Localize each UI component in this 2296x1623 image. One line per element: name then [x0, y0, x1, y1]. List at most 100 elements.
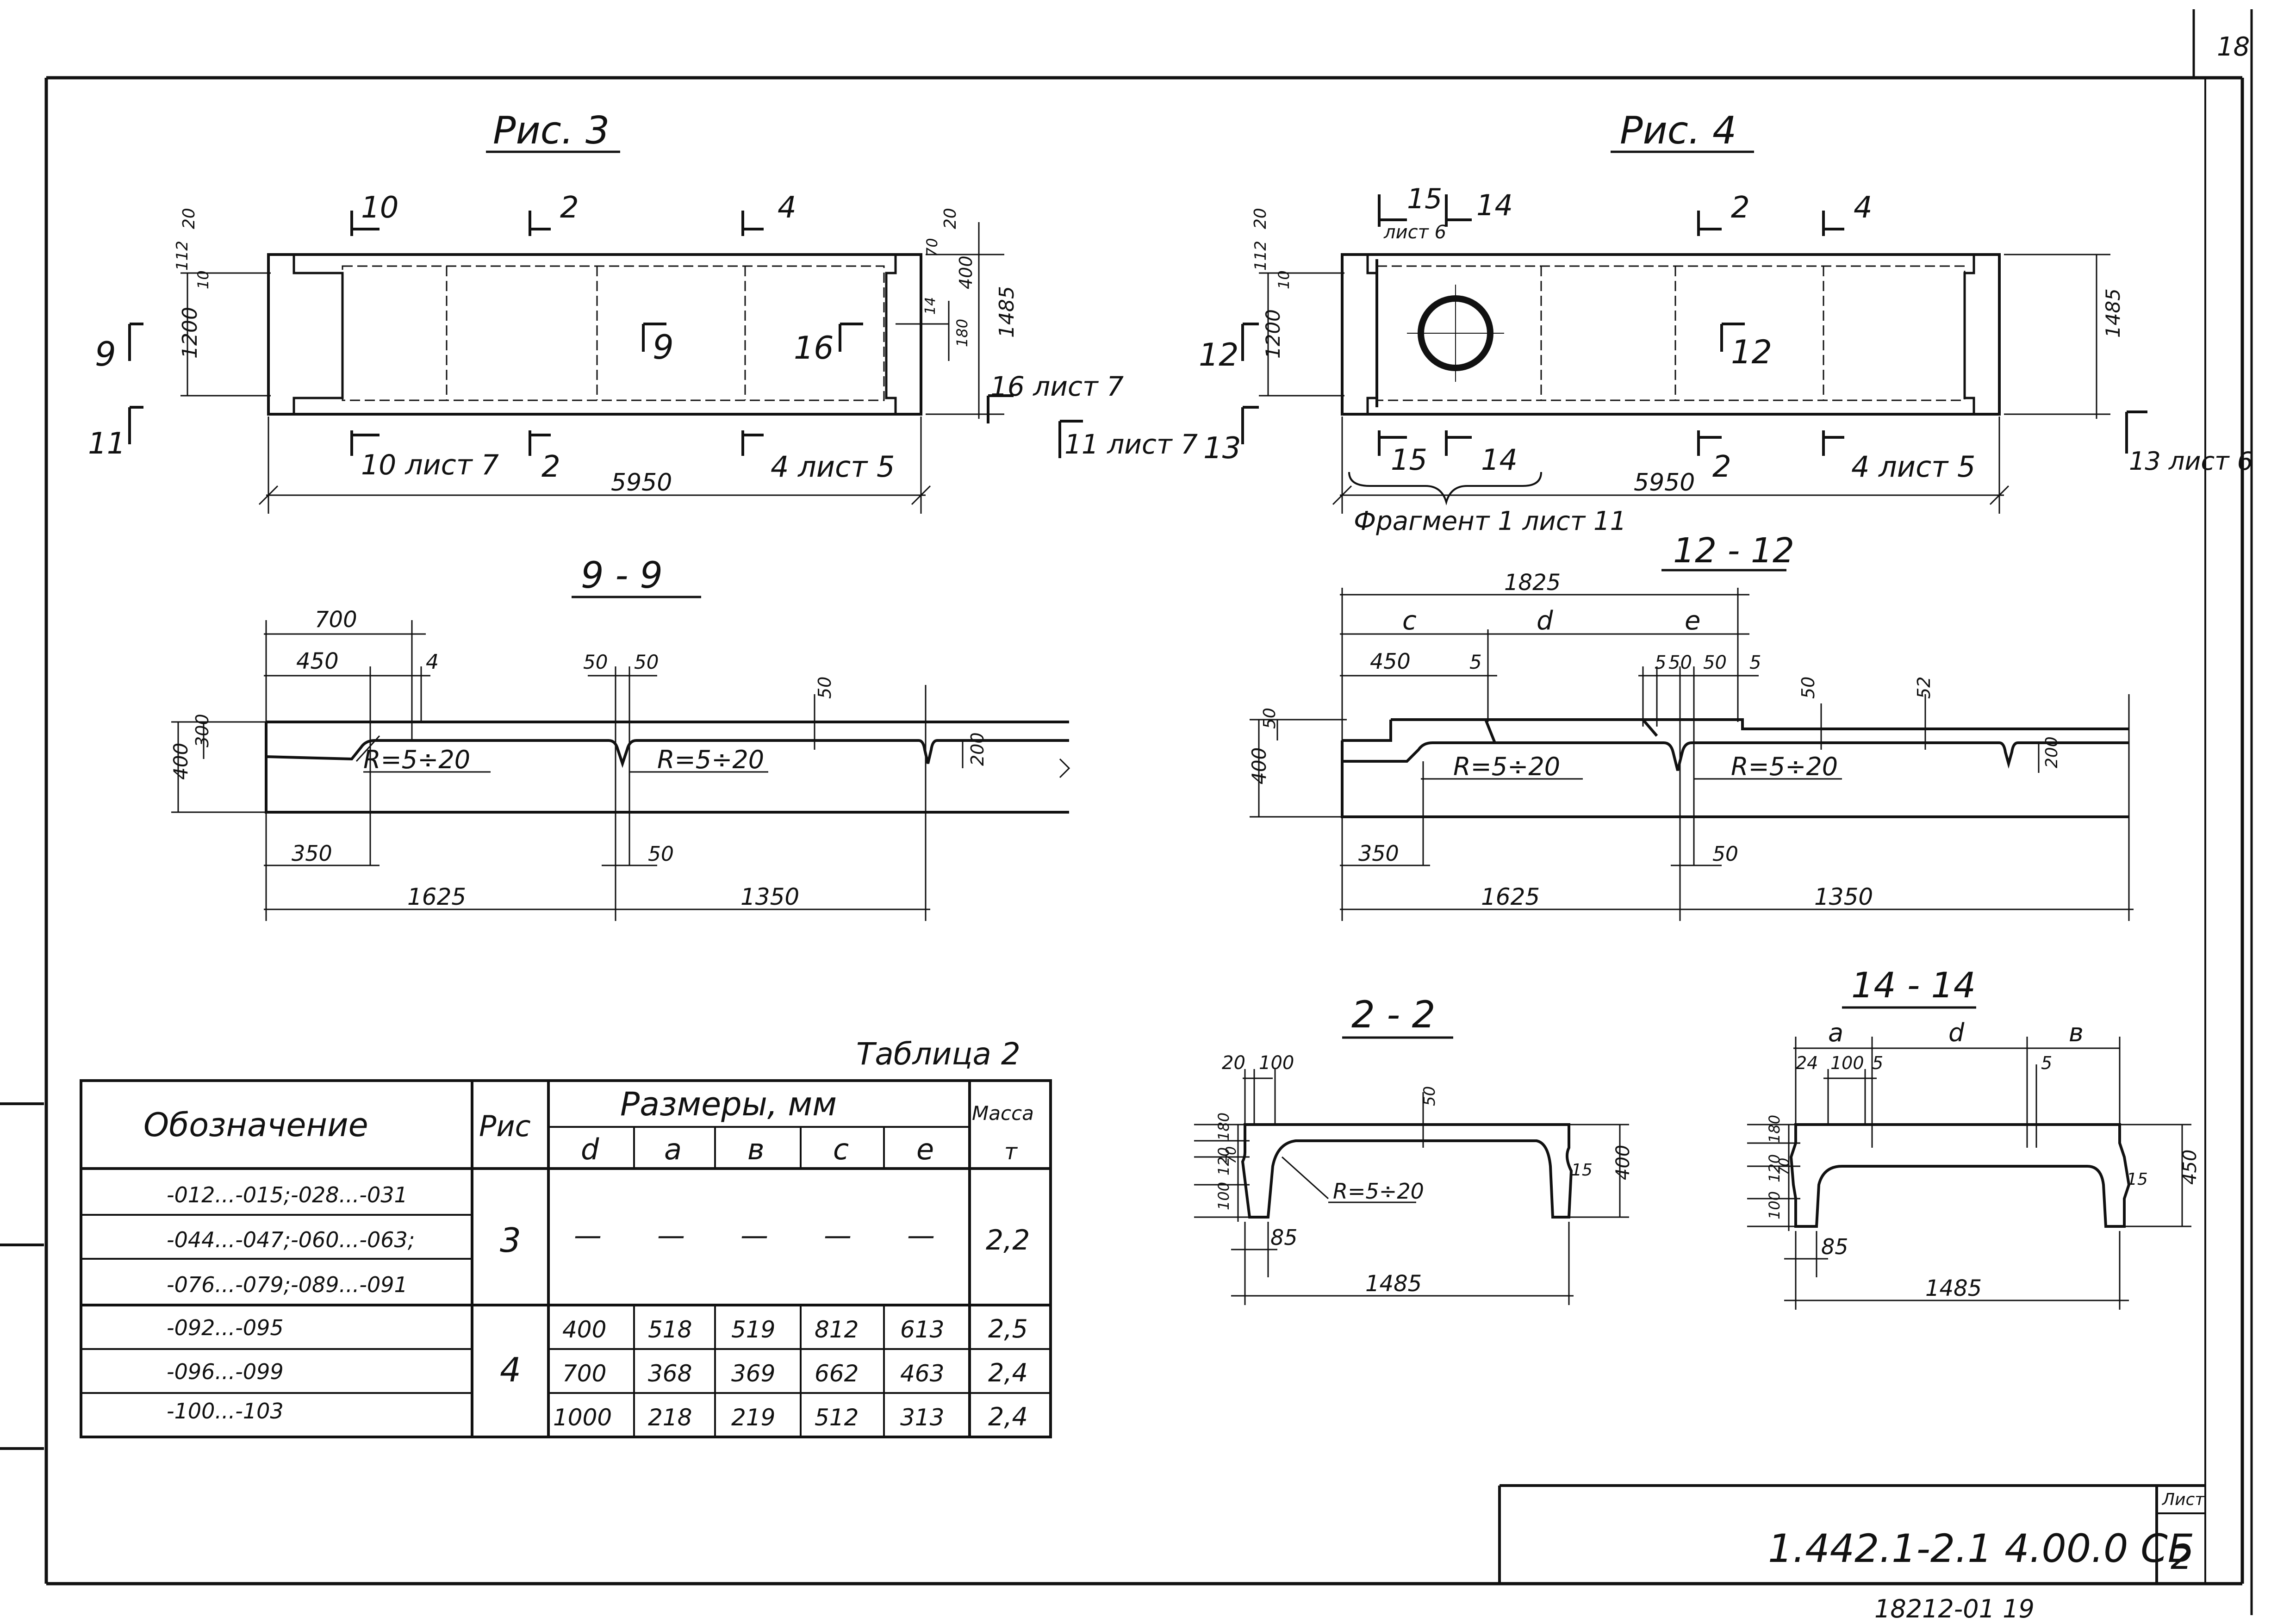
table-row-6-a: 218 [648, 1404, 692, 1431]
sec9-dim-10: 350 [292, 841, 332, 866]
sec14-dim-9: 120 [1766, 1154, 1783, 1182]
sec12-dim-18: 1625 [1481, 883, 1540, 910]
table-row-5-a: 368 [648, 1360, 692, 1387]
table-row-6-d: 1000 [553, 1404, 612, 1431]
sec9-dim-2: 450 [296, 648, 339, 674]
fig4-inner-label: 12 [1731, 333, 1772, 371]
fig4-fragment-brace [1348, 472, 1542, 506]
sec12-dim-15: 200 [2042, 736, 2061, 768]
sec14-dim-15: 1485 [1925, 1275, 1982, 1301]
fig4-right-label: 13 лист 6 [2129, 447, 2253, 476]
fig3-dim-left-1: 20 [180, 208, 199, 229]
table-title: Таблица 2 [856, 1036, 1020, 1072]
fig4-title: Рис. 4 [1620, 109, 1736, 153]
sec2-dim-2: 100 [1259, 1052, 1294, 1074]
fig4-marker-bottom-1: 15 [1391, 443, 1427, 477]
table-header-fig: Рис [479, 1109, 531, 1143]
sec9-radius-1: R=5÷20 [363, 745, 470, 774]
corner-number: 18 [2217, 32, 2250, 62]
fig3-title: Рис. 3 [493, 109, 610, 153]
fig3-dim-right-2: 1485 [995, 286, 1019, 338]
fig4-dim-small-2: 112 [1251, 241, 1270, 271]
fig4-marker-bottom-4: 4 лист 5 [1851, 450, 1975, 484]
sec2-dim-7: 100 [1215, 1182, 1232, 1210]
fig3-left-label-2: 11 [88, 427, 125, 461]
fig3-drawing: Рис. 3 [88, 109, 1198, 514]
table-row-1-designation: -012...-015;-028...-031 [167, 1182, 408, 1207]
fig3-marker-top-2: 2 [560, 191, 579, 225]
sec2-dim-5: 120 [1215, 1147, 1232, 1175]
table-row-6-mass: 2,4 [988, 1402, 1028, 1431]
left-edge-ticks [0, 1102, 44, 1450]
table-row-2-e: — [907, 1219, 935, 1252]
sec12-dim-11: 50 [1798, 677, 1818, 699]
sec2-dim-9: 15 [1571, 1161, 1593, 1180]
fig3-marker-bottom-1: 10 лист 7 [361, 449, 499, 481]
fig4-marker-top-2: 14 [1476, 188, 1513, 222]
sec14-dim-14: 85 [1821, 1234, 1848, 1259]
fig4-left-label-1: 12 [1199, 337, 1239, 373]
sec2-dim-11: 1485 [1365, 1271, 1422, 1297]
sec14-dim-11: 100 [1766, 1191, 1783, 1219]
sec9-dim-4: 50 [583, 651, 608, 673]
table-row-5-d: 700 [562, 1360, 606, 1387]
sec12-dim-13: 50 [1260, 708, 1279, 729]
table-header-mass-unit: т [1004, 1139, 1018, 1165]
table-row-5-mass: 2,4 [988, 1358, 1028, 1387]
table-row-2-c: — [824, 1219, 852, 1252]
table-row-4-c: 812 [815, 1316, 859, 1343]
fig3-dim-small-4: 180 [953, 319, 971, 347]
sec9-dim-12: 1625 [407, 883, 466, 910]
fig4-dim-small-1: 20 [1251, 208, 1270, 229]
fig4-marker-top-3: 2 [1731, 191, 1750, 225]
table-row-5-e: 463 [900, 1360, 944, 1387]
table-row-4-d: 400 [562, 1316, 606, 1343]
sec2-title: 2 - 2 [1351, 993, 1436, 1036]
section-2-2: 2 - 2 20 100 50 180 [1194, 993, 1634, 1305]
footer-number: 18212-01 19 [1874, 1594, 2035, 1623]
sec14-dim-4: 24 [1796, 1053, 1818, 1073]
table-row-6-designation: -100...-103 [167, 1399, 284, 1424]
fig3-dim-small-3: 70 [923, 238, 941, 257]
sec12-dim-19: 1350 [1814, 883, 1873, 910]
sec12-dim-17: 50 [1712, 842, 1738, 866]
fig4-drawing: Рис. 4 [1199, 109, 2253, 536]
sec14-dim-12: 450 [2179, 1150, 2201, 1185]
table-row-4-a: 518 [648, 1316, 692, 1343]
sec12-dim-16: 350 [1358, 841, 1399, 866]
table-row-4-designation: -092...-095 [167, 1315, 284, 1340]
sec2-dim-6: 70 [1223, 1146, 1239, 1164]
sec12-dim-14: 400 [1248, 747, 1270, 784]
fig3-dim-small-2: 10 [194, 270, 212, 289]
fig3-marker-bottom-2: 2 [541, 450, 560, 484]
sec9-dim-11: 50 [648, 842, 674, 866]
sec14-dim-13: 15 [2127, 1170, 2148, 1189]
section-12-12: 12 - 12 1825 [1248, 531, 2134, 921]
section-14-14: 14 - 14 a d [1747, 964, 2201, 1310]
sec9-dim-7: 400 [169, 743, 192, 780]
sec2-dim-4: 180 [1215, 1113, 1232, 1141]
table-row-6-b: 219 [731, 1404, 775, 1431]
title-block: 1.442.1-2.1 4.00.0 СБ Лист 2 [1498, 1484, 2205, 1584]
fig3-dim-right-1: 20 [941, 208, 960, 229]
table-header-col-c: c [833, 1132, 849, 1166]
table-row-6-e: 313 [900, 1404, 944, 1431]
table-header-col-d: d [581, 1132, 599, 1166]
fig3-marker-top-1: 10 [361, 191, 398, 225]
table-row-5-b: 369 [731, 1360, 775, 1387]
sec2-dim-10: 85 [1270, 1225, 1298, 1250]
table-row-3-designation: -076...-079;-089...-091 [167, 1272, 408, 1297]
table-row-5-c: 662 [815, 1360, 859, 1387]
fig4-dim-small-3: 10 [1275, 270, 1293, 289]
sec14-dim-6: 5 [1872, 1053, 1883, 1073]
sec12-dim-6: 5 [1469, 651, 1482, 673]
sec12-radius-1: R=5÷20 [1453, 752, 1560, 781]
sec9-dim-9: 200 [967, 732, 988, 766]
sec14-dim-8: 180 [1766, 1115, 1783, 1143]
sec9-dim-3: 4 [426, 650, 439, 674]
table-header-sizes: Размеры, мм [620, 1085, 837, 1123]
sec12-dim-2: c [1402, 606, 1417, 636]
sec9-dim-6: 50 [815, 677, 835, 699]
table-row-2-designation: -044...-047;-060...-063; [167, 1227, 415, 1252]
